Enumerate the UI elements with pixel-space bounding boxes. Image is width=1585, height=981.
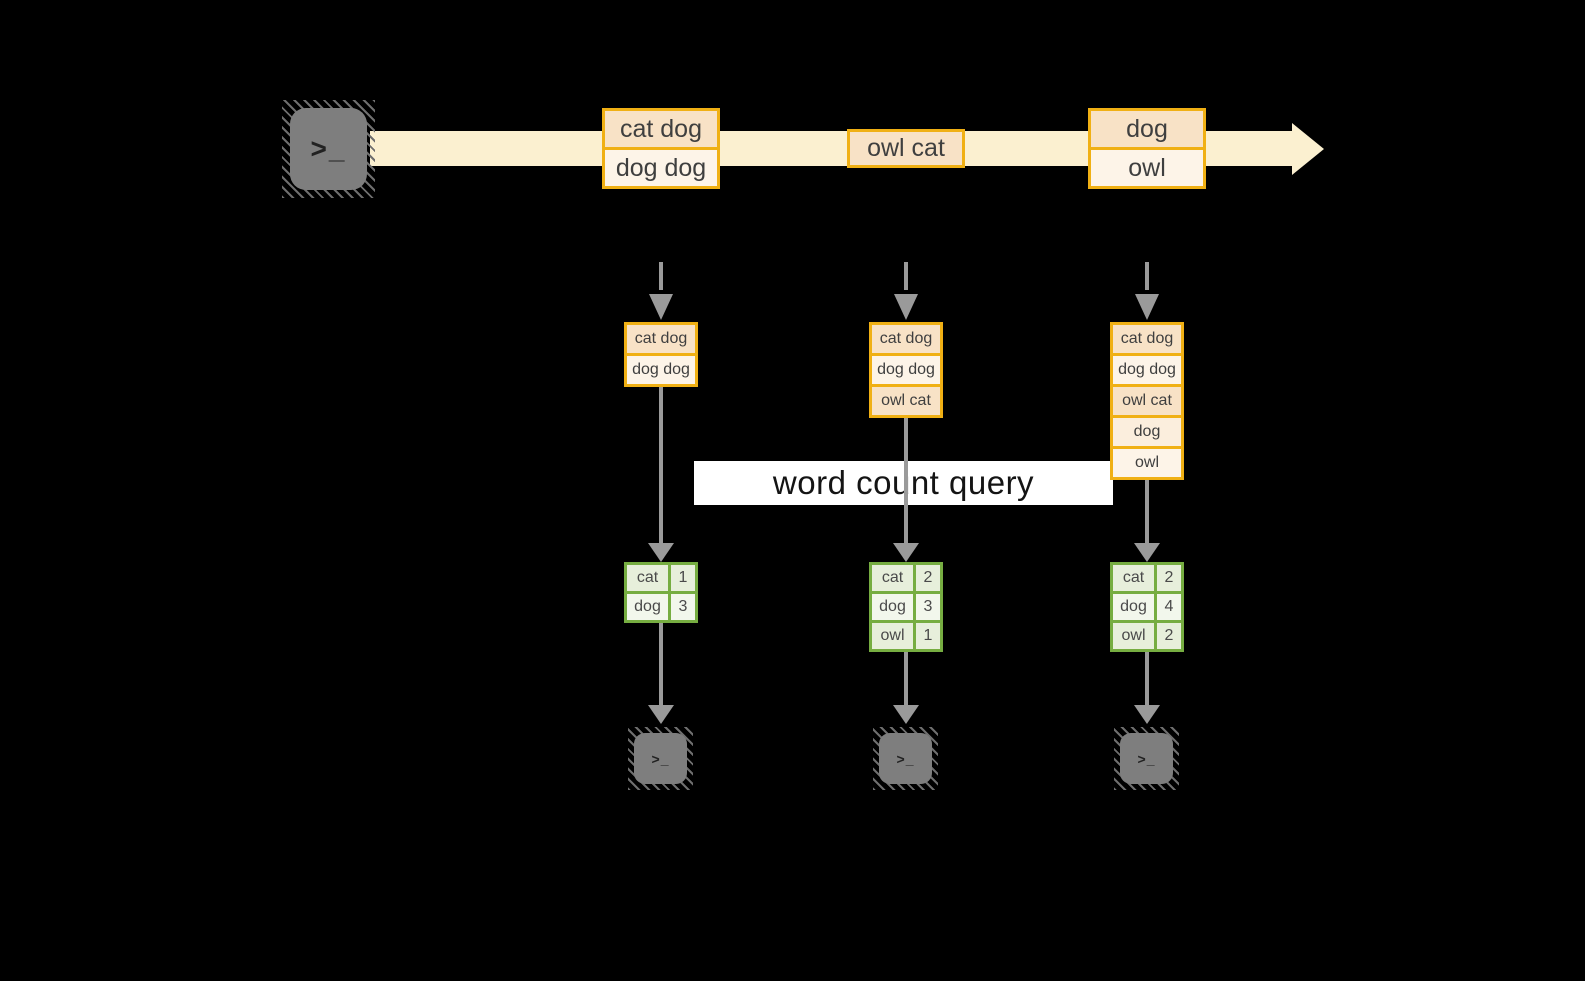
count-word-cell: cat bbox=[1113, 565, 1154, 591]
count-value-cell: 2 bbox=[1157, 565, 1181, 591]
count-word-cell: cat bbox=[872, 565, 913, 591]
source-terminal-icon: >_ bbox=[282, 100, 375, 198]
terminal-prompt-icon: >_ bbox=[290, 108, 367, 190]
down-arrowhead-icon bbox=[1134, 705, 1160, 724]
down-arrowhead-icon bbox=[1134, 543, 1160, 562]
state-item: cat dog bbox=[1113, 325, 1181, 353]
down-arrowhead-icon bbox=[893, 543, 919, 562]
stream-item: owl bbox=[1091, 150, 1203, 186]
state-item: dog dog bbox=[1113, 356, 1181, 384]
terminal-glyph: >_ bbox=[1137, 750, 1156, 767]
count-value-cell: 3 bbox=[916, 594, 940, 620]
down-arrowhead-icon bbox=[649, 294, 673, 320]
count-value-cell: 1 bbox=[916, 623, 940, 649]
arrow-line bbox=[659, 623, 663, 706]
count-word-cell: dog bbox=[627, 594, 668, 620]
query-banner: word count query bbox=[694, 461, 1113, 505]
stream-item: dog bbox=[1091, 111, 1203, 147]
stream-batch-3: dog owl bbox=[1088, 108, 1206, 189]
count-value-cell: 3 bbox=[671, 594, 695, 620]
stream-batch-1: cat dog dog dog bbox=[602, 108, 720, 189]
down-arrowhead-icon bbox=[893, 705, 919, 724]
arrow-line bbox=[1145, 478, 1149, 544]
arrow-line bbox=[904, 416, 908, 544]
arrow-line bbox=[904, 652, 908, 706]
state-box-2: cat dog dog dog owl cat bbox=[869, 322, 943, 418]
arrow-line bbox=[659, 385, 663, 544]
state-item: cat dog bbox=[872, 325, 940, 353]
state-box-1: cat dog dog dog bbox=[624, 322, 698, 387]
terminal-prompt-icon: >_ bbox=[634, 733, 687, 784]
terminal-glyph: >_ bbox=[896, 750, 915, 767]
stream-item: dog dog bbox=[605, 150, 717, 186]
count-value-cell: 2 bbox=[916, 565, 940, 591]
word-count-table-1: cat 1 dog 3 bbox=[624, 562, 698, 623]
count-word-cell: owl bbox=[872, 623, 913, 649]
state-item: owl cat bbox=[1113, 387, 1181, 415]
stream-item: owl cat bbox=[850, 132, 962, 165]
state-item: owl bbox=[1113, 449, 1181, 477]
down-arrowhead-icon bbox=[648, 543, 674, 562]
state-item: dog dog bbox=[627, 356, 695, 384]
terminal-glyph: >_ bbox=[651, 750, 670, 767]
down-arrowhead-icon bbox=[648, 705, 674, 724]
sink-terminal-icon-3: >_ bbox=[1114, 727, 1179, 790]
state-item: dog bbox=[1113, 418, 1181, 446]
state-item: cat dog bbox=[627, 325, 695, 353]
count-value-cell: 4 bbox=[1157, 594, 1181, 620]
word-count-table-2: cat 2 dog 3 owl 1 bbox=[869, 562, 943, 652]
count-word-cell: owl bbox=[1113, 623, 1154, 649]
count-word-cell: cat bbox=[627, 565, 668, 591]
count-word-cell: dog bbox=[1113, 594, 1154, 620]
terminal-glyph: >_ bbox=[310, 133, 347, 164]
query-label: word count query bbox=[772, 464, 1035, 501]
arrow-line bbox=[1145, 652, 1149, 706]
dashed-arrow-line bbox=[659, 262, 663, 290]
stream-arrowhead-icon bbox=[1292, 123, 1324, 175]
sink-terminal-icon-2: >_ bbox=[873, 727, 938, 790]
sink-terminal-icon-1: >_ bbox=[628, 727, 693, 790]
count-word-cell: dog bbox=[872, 594, 913, 620]
dashed-arrow-line bbox=[904, 262, 908, 290]
state-item: dog dog bbox=[872, 356, 940, 384]
terminal-prompt-icon: >_ bbox=[1120, 733, 1173, 784]
stream-batch-2: owl cat bbox=[847, 129, 965, 168]
count-value-cell: 2 bbox=[1157, 623, 1181, 649]
stream-item: cat dog bbox=[605, 111, 717, 147]
dashed-arrow-line bbox=[1145, 262, 1149, 290]
state-box-3: cat dog dog dog owl cat dog owl bbox=[1110, 322, 1184, 480]
word-count-table-3: cat 2 dog 4 owl 2 bbox=[1110, 562, 1184, 652]
count-value-cell: 1 bbox=[671, 565, 695, 591]
terminal-prompt-icon: >_ bbox=[879, 733, 932, 784]
state-item: owl cat bbox=[872, 387, 940, 415]
down-arrowhead-icon bbox=[1135, 294, 1159, 320]
down-arrowhead-icon bbox=[894, 294, 918, 320]
